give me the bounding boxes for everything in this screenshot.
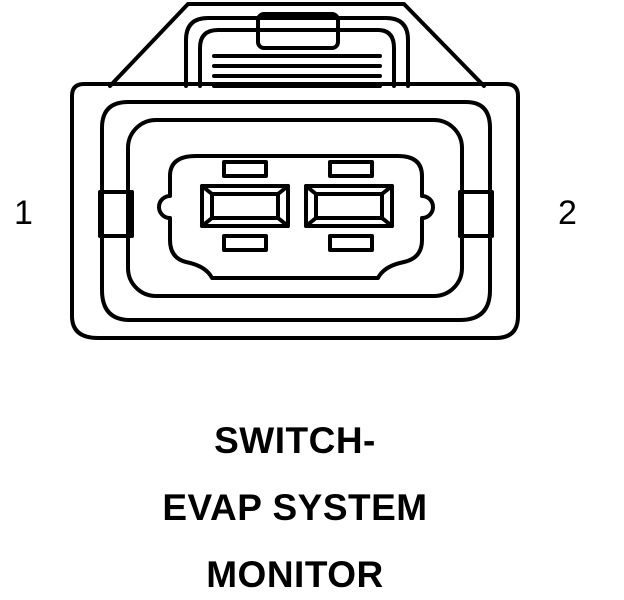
terminal-pin-2 xyxy=(304,184,394,228)
pin-label-2: 2 xyxy=(558,194,577,232)
caption-line-2: EVAP SYSTEM xyxy=(162,487,428,528)
pin-label-1: 1 xyxy=(14,194,33,232)
caption-line-3: MONITOR xyxy=(206,554,384,595)
side-tab-left xyxy=(98,190,134,238)
latch-tab xyxy=(212,12,382,88)
terminal-pin-1 xyxy=(200,184,290,228)
cavity-outer-wall xyxy=(126,118,464,298)
connector-outer-body xyxy=(70,82,520,340)
side-tab-right xyxy=(458,190,494,238)
latch-housing xyxy=(108,2,486,88)
caption-line-1: SWITCH- xyxy=(214,420,376,461)
keying-slots xyxy=(222,160,374,252)
terminal-insert xyxy=(157,154,435,280)
connector-inner-body xyxy=(100,100,492,322)
